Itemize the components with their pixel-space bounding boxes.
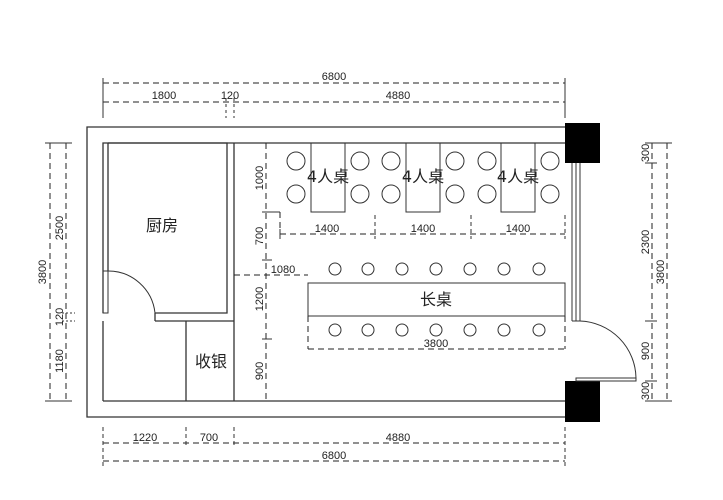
long-table: 长桌 3800 xyxy=(307,262,566,350)
dim-left-total: 3800 xyxy=(37,260,49,284)
dining-inner-dimensions: 1000 700 1080 1200 900 xyxy=(234,143,308,401)
building-walls xyxy=(86,126,565,418)
dim-left-lower: 1180 xyxy=(54,349,66,373)
kitchen-door xyxy=(107,270,156,314)
dim-right-total: 3800 xyxy=(655,260,667,284)
dim-inner-gap: 1080 xyxy=(271,264,295,276)
dim-table-w3: 1400 xyxy=(506,223,530,235)
dim-top-wall: 120 xyxy=(221,90,239,102)
dim-long-table: 3800 xyxy=(424,338,448,350)
dim-inner-bottom: 900 xyxy=(254,362,266,380)
left-dimensions: 3800 2500 120 1180 xyxy=(37,142,75,402)
dim-inner-row1: 1000 xyxy=(254,166,266,190)
table-label-3: 4人桌 xyxy=(497,167,539,186)
dim-right-door: 900 xyxy=(640,342,652,360)
long-table-chairs-top xyxy=(328,262,546,276)
dim-top-left: 1800 xyxy=(152,90,176,102)
dim-right-window: 2300 xyxy=(640,230,652,254)
right-dimensions: 300 2300 3800 900 300 xyxy=(640,142,672,402)
column-bottom xyxy=(565,381,600,422)
top-dimensions: 6800 1800 120 4880 xyxy=(102,71,566,118)
bottom-dimensions: 1220 700 4880 6800 xyxy=(102,427,566,466)
table-label-long: 长桌 xyxy=(420,290,452,309)
dim-right-bottom-col: 300 xyxy=(640,382,652,400)
entrance-door-swing xyxy=(579,320,637,379)
dim-bottom-mid: 700 xyxy=(200,432,218,444)
dim-left-upper: 2500 xyxy=(54,216,66,240)
column-top xyxy=(565,123,600,163)
dim-table-w1: 1400 xyxy=(315,223,339,235)
dim-bottom-left: 1220 xyxy=(133,432,157,444)
room-label-kitchen: 厨房 xyxy=(146,216,178,235)
long-table-chairs-bottom xyxy=(328,323,546,337)
dim-inner-long: 1200 xyxy=(254,287,266,311)
entrance-door-leaf xyxy=(575,377,637,382)
table-label-2: 4人桌 xyxy=(402,167,444,186)
right-facade xyxy=(565,123,637,422)
four-seat-table-1: 4人桌 xyxy=(286,142,370,213)
dim-top-total: 6800 xyxy=(322,71,346,83)
table-width-dimensions: 1400 1400 1400 xyxy=(279,215,566,239)
dim-inner-aisle: 700 xyxy=(254,227,266,245)
four-seat-table-3: 4人桌 xyxy=(477,142,560,213)
dim-right-top-col: 300 xyxy=(640,144,652,162)
dim-table-w2: 1400 xyxy=(411,223,435,235)
room-label-cashier: 收银 xyxy=(195,352,227,371)
table-label-1: 4人桌 xyxy=(307,167,349,186)
four-seat-table-2: 4人桌 xyxy=(381,142,465,213)
dim-bottom-right: 4880 xyxy=(386,432,410,444)
dim-left-wall: 120 xyxy=(54,308,66,326)
dim-bottom-total: 6800 xyxy=(322,450,346,462)
dim-top-right: 4880 xyxy=(386,90,410,102)
